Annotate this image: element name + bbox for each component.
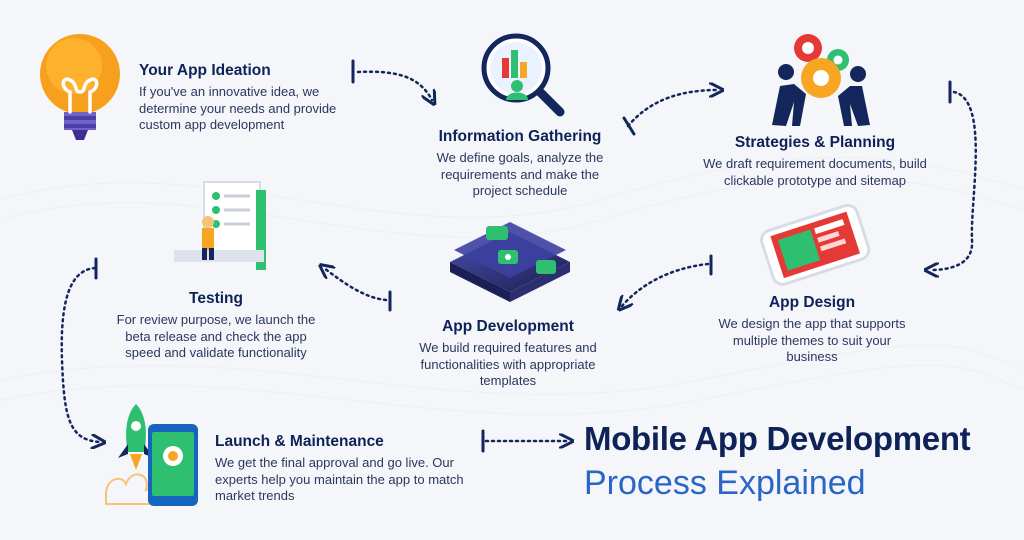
arrow-ideation-to-info xyxy=(356,70,432,100)
step-description: We build required features and functiona… xyxy=(419,340,597,388)
phone-design-icon xyxy=(760,203,871,286)
step-ideation: Your App Ideation If you've an innovativ… xyxy=(139,62,354,134)
step-information-gathering: Information Gathering We define goals, a… xyxy=(420,128,620,200)
step-title: App Design xyxy=(768,294,856,311)
arrow-development-to-testing xyxy=(324,268,388,302)
checklist-person-icon xyxy=(174,181,266,270)
magnifier-chart-icon xyxy=(481,33,565,117)
step-testing: Testing For review purpose, we launch th… xyxy=(108,290,324,362)
step-description: We define goals, analyze the requirement… xyxy=(436,150,604,198)
step-title: Your App Ideation xyxy=(139,62,271,79)
arrow-start-ticks xyxy=(94,59,952,453)
step-title: Testing xyxy=(189,290,243,307)
lightbulb-icon xyxy=(40,34,120,140)
stacked-layers-icon xyxy=(450,222,570,302)
step-description: We draft requirement documents, build cl… xyxy=(703,156,927,188)
headline-sub: Process Explained xyxy=(584,464,866,502)
headline-main: Mobile App Development xyxy=(584,420,971,457)
gears-people-icon xyxy=(772,34,870,126)
arrow-testing-to-launch xyxy=(60,266,100,442)
step-description: If you've an innovative idea, we determi… xyxy=(139,84,337,132)
arrow-design-to-development xyxy=(622,262,710,306)
rocket-phone-icon xyxy=(105,404,198,506)
step-app-development: App Development We build required featur… xyxy=(408,318,608,390)
step-description: We design the app that supports multiple… xyxy=(718,316,906,364)
flow-arrows xyxy=(60,70,977,442)
step-app-design: App Design We design the app that suppor… xyxy=(712,294,912,366)
step-title: Launch & Maintenance xyxy=(215,433,384,450)
background-pattern xyxy=(0,157,1024,415)
arrow-strategy-to-design xyxy=(930,90,977,270)
step-strategies-planning: Strategies & Planning We draft requireme… xyxy=(690,134,940,189)
step-title: Strategies & Planning xyxy=(734,134,896,151)
step-description: We get the final approval and go live. O… xyxy=(215,455,464,503)
arrow-info-to-strategy xyxy=(626,90,718,128)
step-title: Information Gathering xyxy=(438,128,602,145)
step-description: For review purpose, we launch the beta r… xyxy=(116,312,316,360)
step-launch-maintenance: Launch & Maintenance We get the final ap… xyxy=(215,433,480,505)
step-title: App Development xyxy=(442,318,574,335)
